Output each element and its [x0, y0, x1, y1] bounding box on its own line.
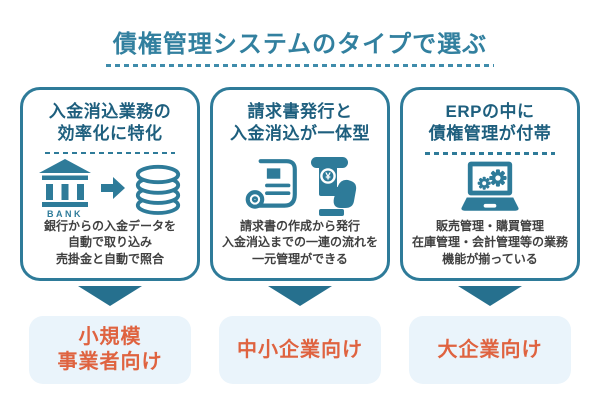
card-title: ERPの中に 債権管理が付帯 [429, 101, 552, 145]
card-erp: ERPの中に 債権管理が付帯 [400, 87, 580, 281]
target-line2: 事業者向け [57, 351, 163, 373]
card-title-line2: 入金消込が一体型 [230, 123, 370, 143]
column-payment-reconciliation: 入金消込業務の 効率化に特化 BANK [20, 87, 200, 384]
down-arrow-icon [78, 286, 142, 306]
invoice-icon [242, 157, 300, 217]
target-line1: 小規模 [78, 326, 142, 348]
bank-icon: BANK [37, 158, 93, 218]
laptop-gears-icon [452, 160, 528, 216]
card-title-line1: 請求書発行と [247, 102, 353, 121]
card-row: 入金消込業務の 効率化に特化 BANK [0, 87, 600, 384]
icon-row: BANK [23, 158, 197, 218]
desc-line: 銀行からの入金データを [43, 218, 176, 233]
card-description: 販売管理・購買管理 在庫管理・会計管理等の業務 機能が揃っている [403, 218, 577, 268]
card-invoice-integrated: 請求書発行と 入金消込が一体型 [210, 87, 390, 281]
target-line1: 中小企業向け [237, 338, 363, 361]
title-underline [106, 64, 494, 67]
desc-line: 自動で取り込み [67, 235, 152, 250]
card-title: 入金消込業務の 効率化に特化 [49, 101, 172, 145]
card-description: 請求書の作成から発行 入金消込までの一連の流れを 一元管理ができる [213, 218, 387, 268]
target-line1: 大企業向け [437, 338, 543, 361]
icon-row: ¥ [213, 156, 387, 218]
card-divider [425, 151, 555, 155]
desc-line: 在庫管理・会計管理等の業務 [411, 235, 568, 250]
desc-line: 請求書の作成から発行 [239, 218, 360, 233]
header: 債権管理システムのタイプで選ぶ [0, 0, 600, 67]
coin-stack-icon [133, 160, 183, 216]
target-label-small-business: 小規模 事業者向け [29, 316, 191, 384]
card-description: 銀行からの入金データを 自動で取り込み 売掛金と自動で照合 [23, 218, 197, 268]
yen-symbol: ¥ [325, 171, 331, 182]
target-label-enterprise: 大企業向け [409, 316, 571, 384]
deposit-hand-icon: ¥ [307, 156, 359, 218]
desc-line: 一元管理ができる [252, 252, 348, 267]
card-title: 請求書発行と 入金消込が一体型 [230, 101, 370, 145]
target-label-sme: 中小企業向け [219, 316, 381, 384]
page-title: 債権管理システムのタイプで選ぶ [112, 31, 488, 58]
card-title-line2: 債権管理が付帯 [428, 123, 552, 143]
card-payment-reconciliation: 入金消込業務の 効率化に特化 BANK [20, 87, 200, 281]
card-title-line1: ERPの中に [445, 102, 535, 121]
card-title-line2: 効率化に特化 [57, 123, 163, 143]
column-erp: ERPの中に 債権管理が付帯 [400, 87, 580, 384]
down-arrow-icon [268, 286, 332, 306]
card-title-line1: 入金消込業務の [48, 102, 172, 121]
arrow-right-icon [100, 175, 126, 201]
desc-line: 機能が揃っている [442, 252, 538, 267]
desc-line: 売掛金と自動で照合 [55, 252, 164, 267]
bank-icon-label: BANK [47, 209, 83, 218]
card-divider [45, 151, 175, 154]
desc-line: 入金消込までの一連の流れを [221, 235, 378, 250]
column-invoice-integrated: 請求書発行と 入金消込が一体型 [210, 87, 390, 384]
desc-line: 販売管理・購買管理 [435, 218, 544, 233]
down-arrow-icon [458, 286, 522, 306]
icon-row [403, 159, 577, 218]
